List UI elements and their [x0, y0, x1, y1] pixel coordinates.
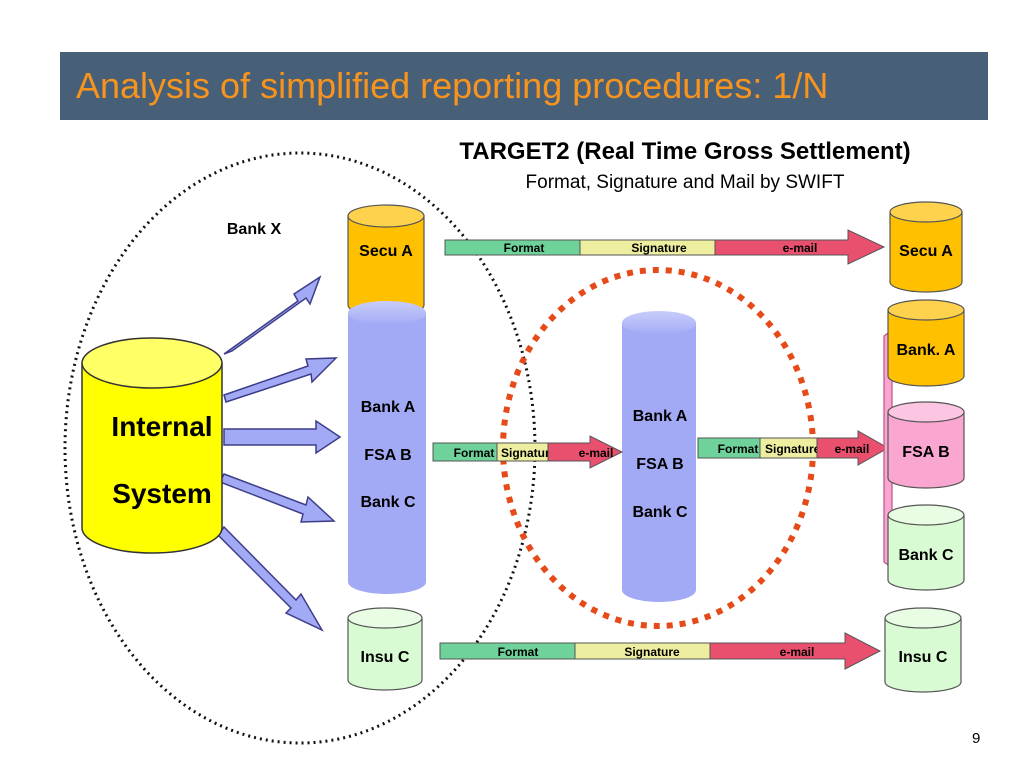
middle-fsa-b-label: FSA B: [636, 456, 683, 473]
internal-system-label-2: System: [112, 478, 212, 509]
title-bar: Analysis of simplified reporting procedu…: [60, 52, 988, 120]
left-bank-a-label: Bank A: [361, 399, 416, 416]
pipeline-mid-left: [432, 435, 624, 469]
bank-c-right-label: Bank C: [898, 547, 954, 564]
secu-a-left-label: Secu A: [359, 243, 413, 260]
diagram-heading: TARGET2 (Real Time Gross Settlement): [459, 138, 911, 165]
secu-a-right-label: Secu A: [899, 243, 953, 260]
pipeline-mid-right-signature: Signature: [765, 442, 821, 456]
pipeline-mid-right: [697, 430, 890, 466]
internal-system-label-1: Internal: [111, 411, 212, 442]
insu-c-left-cylinder: [347, 607, 423, 691]
secu-a-right-cylinder: [889, 201, 963, 293]
left-bank-cylinder: [348, 301, 426, 594]
arrow-to-insu: [217, 525, 324, 632]
arrow-to-fsa-b: [223, 419, 342, 455]
secu-a-left-cylinder: [347, 204, 425, 317]
insu-c-right-label: Insu C: [899, 649, 948, 666]
pipeline-top-format: Format: [504, 241, 545, 255]
pipeline-top-signature: Signature: [631, 241, 687, 255]
bank-a-right-label: Bank. A: [897, 342, 956, 359]
middle-bank-c-label: Bank C: [632, 504, 688, 521]
fsa-b-right-cylinder: [887, 401, 965, 489]
insu-c-right-cylinder: [884, 607, 962, 693]
middle-bank-cylinder: [622, 311, 696, 602]
insu-c-left-label: Insu C: [361, 649, 410, 666]
pipeline-bottom-email: e-mail: [780, 645, 815, 659]
pipeline-top-email: e-mail: [783, 241, 818, 255]
pipeline-bottom: [439, 632, 882, 670]
left-fsa-b-label: FSA B: [364, 447, 411, 464]
pipeline-top: [444, 229, 886, 265]
pipeline-mid-left-signature-clip: Signature: [501, 446, 557, 460]
slide-title: Analysis of simplified reporting procedu…: [76, 65, 829, 106]
page-number: 9: [972, 730, 981, 747]
arrow-to-secu: [223, 275, 322, 355]
left-bank-c-label: Bank C: [360, 494, 416, 511]
pipeline-mid-left-signature: Signature: [501, 446, 557, 460]
pipeline-bottom-format: Format: [498, 645, 539, 659]
pipeline-mid-left-email: e-mail: [579, 446, 614, 460]
pipeline-mid-left-format: Format: [454, 446, 495, 460]
middle-bank-a-label: Bank A: [633, 408, 688, 425]
arrow-to-bank-c: [218, 473, 336, 523]
pipeline-mid-right-email: e-mail: [835, 442, 870, 456]
arrow-to-bank-a: [223, 357, 338, 403]
pipeline-mid-right-signature-clip: Signature: [765, 442, 821, 456]
pipeline-bottom-signature: Signature: [624, 645, 680, 659]
pipeline-mid-right-format: Format: [718, 442, 759, 456]
bank-c-right-cylinder: [887, 504, 965, 591]
bank-x-label: Bank X: [227, 221, 282, 238]
bank-a-right-cylinder: [887, 299, 965, 387]
fsa-b-right-label: FSA B: [902, 444, 949, 461]
internal-system-cylinder: [81, 337, 223, 554]
diagram-subheading: Format, Signature and Mail by SWIFT: [525, 172, 845, 193]
